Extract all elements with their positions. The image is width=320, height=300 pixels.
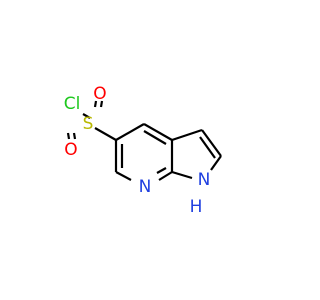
bonds (66, 100, 222, 181)
bond-c3-c2-inner (199, 136, 216, 159)
bond-c4-c3a-inner (143, 130, 167, 145)
bond-n1-c7a (171, 170, 193, 180)
bond-s-o-top-a (93, 100, 98, 108)
atom-labels: Cl S O O N N H (64, 84, 211, 217)
atom-nitrogen-pyrrole: N (198, 170, 211, 190)
atom-nitrogen-pyridine: N (139, 177, 152, 197)
bond-c3-c2 (201, 129, 222, 157)
bond-c2-n1 (210, 155, 222, 171)
bond-c5-c4 (115, 123, 145, 141)
bond-s-c5 (94, 127, 117, 141)
bond-c7a-n7-inner (156, 167, 167, 174)
bond-s-cl (82, 113, 91, 119)
atom-chlorine: Cl (64, 94, 81, 114)
bond-c3a-c3 (171, 128, 203, 142)
atom-oxygen-bottom: O (64, 140, 77, 160)
bond-s-o-top-b (99, 100, 104, 108)
bond-c7a-n7 (158, 171, 173, 181)
atom-hydrogen-pyrrole: H (190, 197, 203, 217)
molecule-structure: Cl S O O N N H (64, 84, 222, 217)
bond-s-o-bottom-a (66, 132, 71, 140)
atom-oxygen-top: O (93, 84, 106, 104)
bond-n7-c6 (115, 171, 132, 181)
bond-s-o-bottom-b (72, 132, 77, 140)
bond-c4-c3a (143, 123, 173, 141)
atom-sulfur: S (83, 114, 94, 134)
